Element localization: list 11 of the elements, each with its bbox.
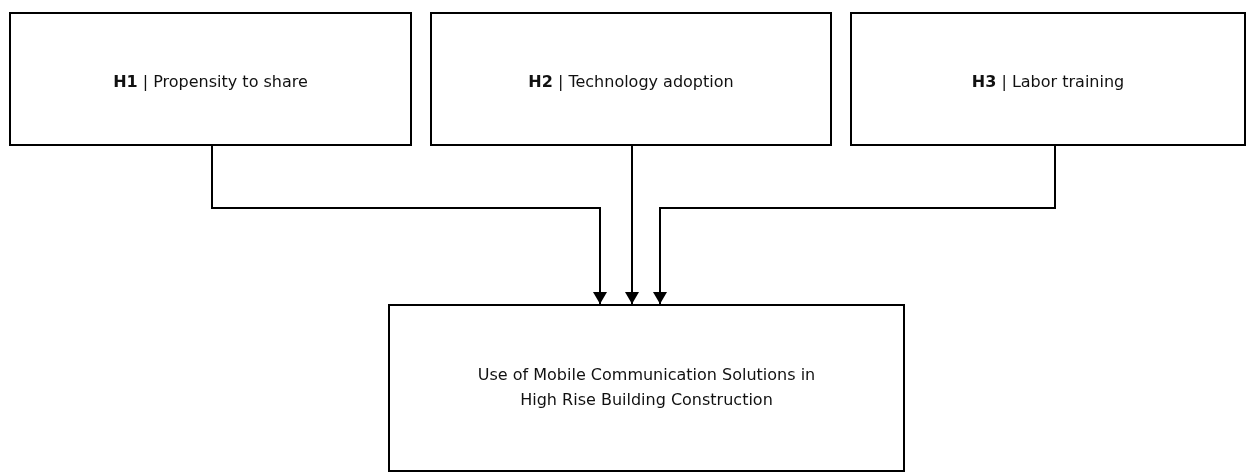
arrow	[625, 145, 639, 305]
box-label: Use of Mobile Communication Solutions in High Rise Building Construction	[476, 364, 817, 411]
arrow	[211, 145, 607, 305]
box-label: H2 | Technology adoption	[528, 71, 734, 93]
process-box	[850, 12, 1246, 146]
arrow	[653, 145, 1056, 305]
box-label: H1 | Propensity to share	[113, 71, 308, 93]
process-box	[9, 12, 412, 146]
process-box	[388, 304, 905, 472]
process-box	[430, 12, 832, 146]
box-label: H3 | Labor training	[971, 71, 1125, 93]
